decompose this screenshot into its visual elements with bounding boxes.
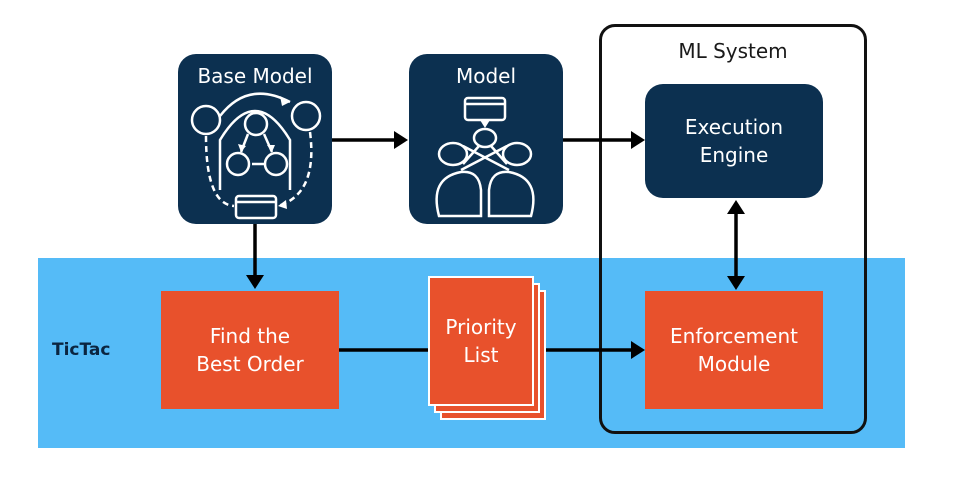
model-graph-icon [435,96,535,218]
enforcement-module-label: Enforcement Module [670,324,798,376]
enforcement-module-box: Enforcement Module [645,291,823,409]
computation-graph-icon [190,92,322,220]
model-box: Model [409,54,563,224]
ml-system-title: ML System [678,39,788,63]
execution-engine-box: Execution Engine [645,84,823,198]
execution-engine-label: Execution Engine [684,115,784,167]
model-title: Model [455,64,517,88]
tictac-label: TicTac [52,340,111,360]
ml-system-frame: ML System [599,24,867,434]
find-best-order-label: Find the Best Order [196,324,304,376]
find-best-order-box: Find the Best Order [161,291,339,409]
priority-list-label: Priority List [445,315,517,367]
base-model-title: Base Model [197,64,313,88]
priority-list-box: Priority List [428,276,534,406]
base-model-box: Base Model [178,54,332,224]
